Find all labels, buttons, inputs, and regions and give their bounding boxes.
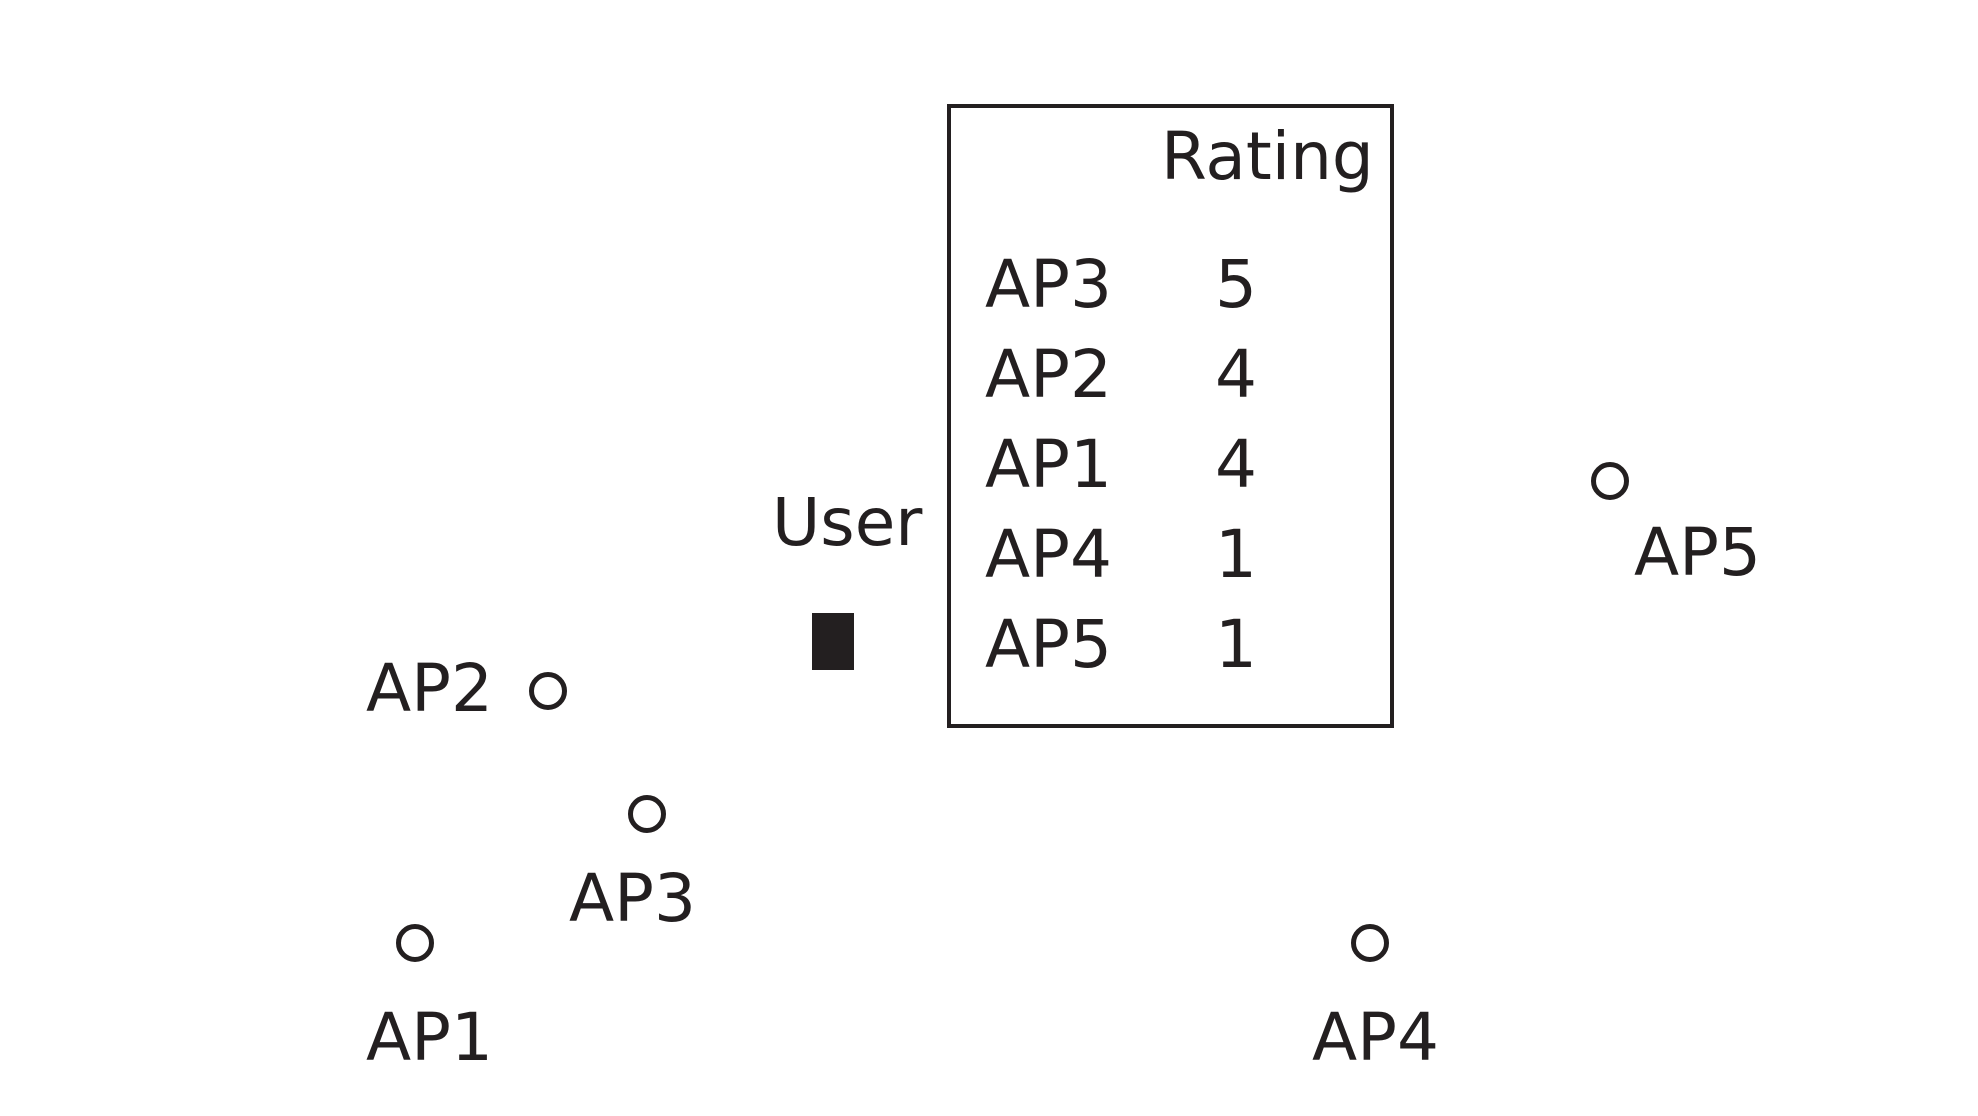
user-label: User (772, 484, 923, 561)
rating-row-ap: AP1 (985, 426, 1112, 503)
ap1-label: AP1 (366, 999, 493, 1076)
rating-row: AP1 4 (985, 432, 1365, 512)
rating-row-value: 5 (1215, 246, 1257, 323)
rating-row: AP5 1 (985, 612, 1365, 692)
ap3-label: AP3 (569, 860, 696, 937)
ap5-label: AP5 (1634, 514, 1761, 591)
ap1-marker (396, 924, 434, 962)
rating-row-ap: AP4 (985, 516, 1112, 593)
rating-row: AP4 1 (985, 522, 1365, 602)
rating-row-ap: AP3 (985, 246, 1112, 323)
rating-row: AP3 5 (985, 252, 1365, 332)
ap2-label: AP2 (366, 650, 493, 727)
rating-row-ap: AP5 (985, 606, 1112, 683)
ap3-marker (628, 795, 666, 833)
ap5-marker (1591, 462, 1629, 500)
ap2-marker (529, 672, 567, 710)
ap4-label: AP4 (1312, 999, 1439, 1076)
rating-header: Rating (1161, 118, 1374, 195)
rating-row-value: 4 (1215, 336, 1257, 413)
rating-row-value: 4 (1215, 426, 1257, 503)
rating-row-value: 1 (1215, 516, 1257, 593)
rating-row: AP2 4 (985, 342, 1365, 422)
ap4-marker (1351, 924, 1389, 962)
user-marker (812, 613, 854, 670)
rating-row-ap: AP2 (985, 336, 1112, 413)
rating-row-value: 1 (1215, 606, 1257, 683)
rating-table: Rating AP3 5 AP2 4 AP1 4 AP4 1 AP5 1 (947, 104, 1394, 728)
